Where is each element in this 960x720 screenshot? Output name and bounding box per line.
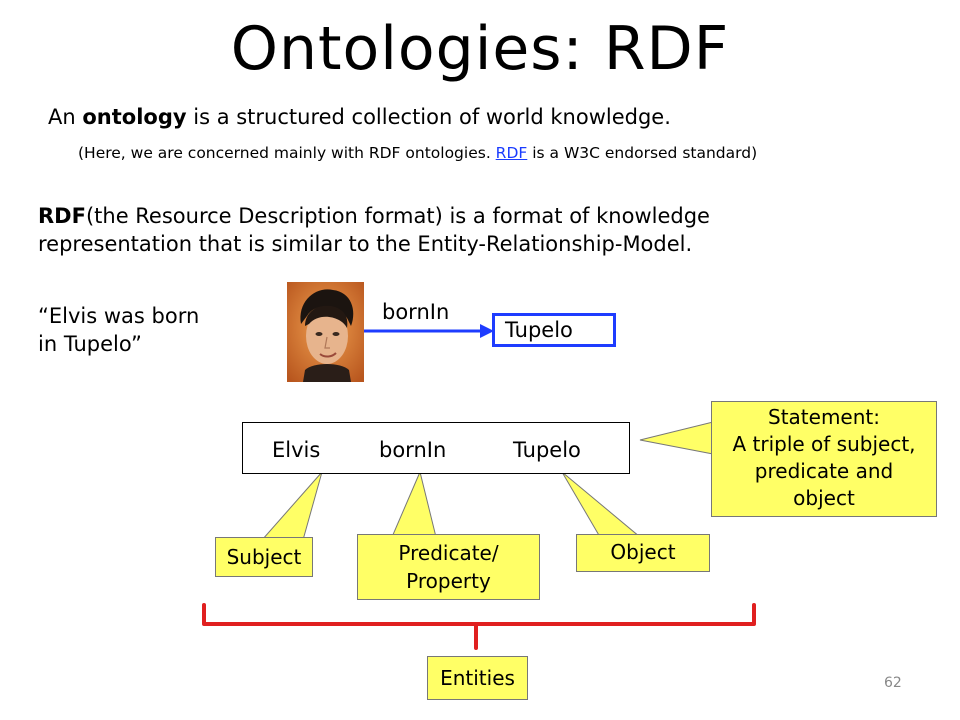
subject-callout: Subject xyxy=(215,537,313,577)
predicate-callout: Predicate/ Property xyxy=(357,534,540,600)
statement-callout: Statement: A triple of subject, predicat… xyxy=(711,401,937,517)
object-callout: Object xyxy=(576,534,710,572)
statement-callout-tail xyxy=(639,421,714,455)
entities-callout: Entities xyxy=(427,656,528,700)
edge-label: bornIn xyxy=(382,300,450,324)
rdf-note-suffix: is a W3C endorsed standard) xyxy=(527,144,758,162)
elvis-portrait xyxy=(287,282,364,382)
rdf-definition-text: (the Resource Description format) is a f… xyxy=(38,204,710,256)
statement-line-4: object xyxy=(793,486,855,510)
quote-line-1: “Elvis was born xyxy=(38,304,200,328)
page-number: 62 xyxy=(884,675,902,691)
rdf-note: (Here, we are concerned mainly with RDF … xyxy=(78,144,757,162)
predicate-line-2: Property xyxy=(406,569,491,593)
statement-line-2: A triple of subject, xyxy=(732,432,916,456)
quote-line-2: in Tupelo” xyxy=(38,332,142,356)
statement-line-1: Statement: xyxy=(768,405,880,429)
rdf-definition: RDF(the Resource Description format) is … xyxy=(38,202,858,258)
bornin-arrowhead xyxy=(480,324,494,338)
triple-subject: Elvis xyxy=(272,438,321,462)
entities-brace xyxy=(202,603,756,650)
triple-box xyxy=(242,422,630,474)
predicate-callout-tail xyxy=(391,470,437,538)
tupelo-node: Tupelo xyxy=(492,313,616,347)
slide-title: Ontologies: RDF xyxy=(230,14,730,84)
ontology-prefix: An xyxy=(48,105,83,129)
subject-callout-tail xyxy=(260,471,323,541)
ontology-term: ontology xyxy=(82,105,187,129)
triple-predicate: bornIn xyxy=(379,438,447,462)
statement-line-3: predicate and xyxy=(754,459,894,483)
ontology-definition: An ontology is a structured collection o… xyxy=(48,105,671,129)
rdf-note-prefix: (Here, we are concerned mainly with RDF … xyxy=(78,144,496,162)
elvis-quote: “Elvis was born in Tupelo” xyxy=(38,302,199,358)
ontology-suffix: is a structured collection of world know… xyxy=(186,105,671,129)
rdf-term: RDF xyxy=(38,204,86,228)
predicate-line-1: Predicate/ xyxy=(398,541,499,565)
triple-object: Tupelo xyxy=(513,438,581,462)
rdf-link[interactable]: RDF xyxy=(495,144,528,162)
object-callout-tail xyxy=(561,471,642,538)
